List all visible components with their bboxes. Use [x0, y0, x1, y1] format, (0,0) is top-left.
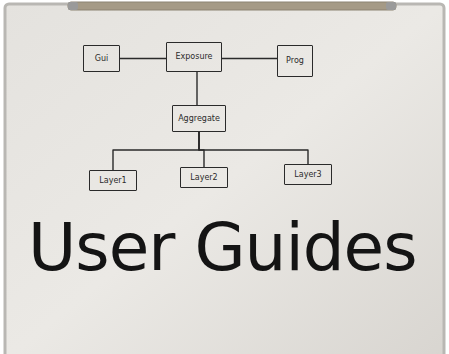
process-box: Exposure [166, 42, 222, 72]
process-box: Prog [277, 45, 313, 77]
connector-line [199, 132, 308, 164]
box-label: Prog [286, 56, 304, 65]
process-box: Aggregate [172, 105, 226, 132]
box-label: Layer2 [190, 173, 217, 182]
process-box: Gui [83, 45, 120, 72]
box-label: Layer1 [99, 176, 126, 185]
connector-line [222, 58, 277, 59]
box-label: Gui [95, 54, 109, 63]
box-label: Aggregate [178, 114, 220, 123]
connector-line [196, 72, 197, 105]
process-box: Layer3 [284, 164, 332, 185]
tray-end [68, 2, 78, 10]
connector-line [120, 58, 166, 59]
title-text: User Guides [28, 212, 417, 285]
marker-tray [68, 2, 396, 10]
process-box: Layer1 [89, 170, 137, 191]
process-box: Layer2 [180, 167, 228, 188]
box-label: Exposure [175, 52, 212, 61]
connector-line [199, 132, 204, 167]
tray-end [386, 2, 396, 10]
board-surface [5, 4, 444, 354]
box-label: Layer3 [294, 170, 321, 179]
connector-line [113, 132, 199, 170]
